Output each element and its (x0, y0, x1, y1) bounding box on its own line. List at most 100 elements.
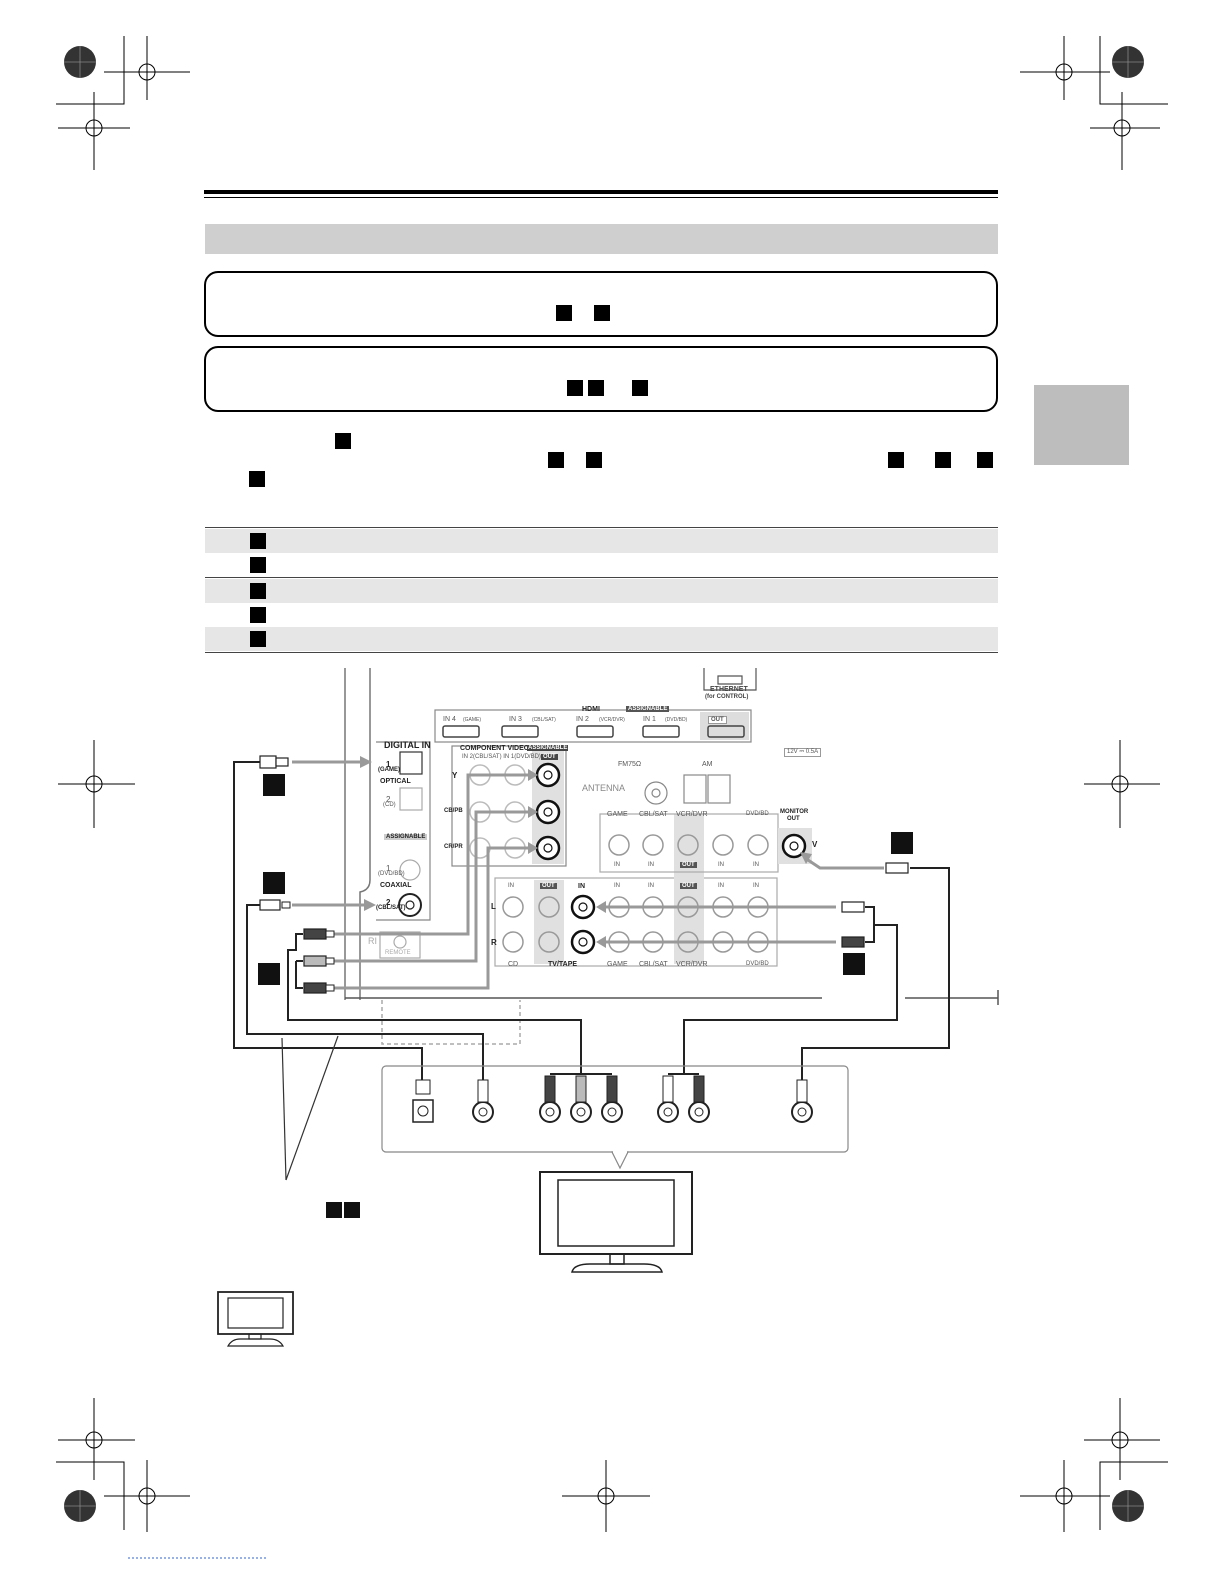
label-ri: RI (368, 936, 377, 946)
label-out-tape: OUT (540, 883, 557, 889)
header-rule-thin (204, 197, 998, 198)
label-in-cbl: IN (648, 862, 654, 868)
label-vcrdvr-bottom: VCR/DVR (676, 961, 708, 968)
label-optical: OPTICAL (380, 778, 411, 785)
table-divider (205, 577, 998, 578)
label-hdmi-in1-sub: (DVD/BD) (665, 717, 688, 723)
label-in-vcr2: IN (718, 862, 724, 868)
table-row (205, 529, 998, 553)
table-row (205, 627, 998, 651)
marker-square (594, 305, 610, 321)
note-box-2 (204, 346, 998, 412)
chapter-tab (1034, 385, 1129, 465)
label-ethernet-sub: (for CONTROL) (705, 694, 749, 700)
label-ethernet: ETHERNET (710, 686, 748, 693)
label-assignable: ASSIGNABLE (384, 834, 428, 840)
label-hdmi: HDMI (582, 706, 600, 713)
marker-square (588, 380, 604, 396)
tv-small-icon (217, 1291, 294, 1347)
label-comp-out: OUT (541, 754, 558, 760)
marker-square (586, 452, 602, 468)
label-coax-2: 2 (386, 898, 391, 907)
label-power-note: 12V ⎓ 0.5A (784, 748, 822, 757)
label-r: R (491, 938, 497, 947)
marker-square (888, 452, 904, 468)
marker-square (556, 305, 572, 321)
marker-square (335, 433, 351, 449)
label-coax-1: 1 (386, 864, 391, 873)
note-box-1 (204, 271, 998, 337)
label-y: Y (452, 771, 458, 780)
label-hdmi-in2: IN 2 (576, 716, 589, 723)
marker-square (567, 380, 583, 396)
remote-jack (379, 931, 421, 959)
label-in-game2: IN (614, 883, 620, 889)
label-out-vcr2: OUT (680, 883, 697, 889)
label-opt-2: 2 (386, 795, 391, 804)
label-hdmi-in4: IN 4 (443, 716, 456, 723)
label-cblsat-top: CBL/SAT (639, 811, 668, 818)
label-opt-1: 1 (386, 760, 391, 769)
label-monitor-out: MONITOR (780, 809, 809, 815)
label-coax-1-sub: (DVD/BD) (378, 871, 405, 877)
label-hdmi-in3-sub: (CBL/SAT) (532, 717, 556, 723)
label-hdmi-out: OUT (708, 716, 727, 724)
label-remote: REMOTE (385, 950, 411, 956)
section-title-band (205, 224, 998, 254)
table-row (205, 553, 998, 577)
label-coax-2-sub: (CBL/SAT) (376, 905, 406, 911)
label-comp-inputs: IN 2(CBL/SAT) IN 1(DVD/BD) (462, 754, 541, 760)
table-bottom-line (205, 652, 998, 653)
marker-square (249, 471, 265, 487)
header-rule (204, 190, 998, 194)
label-cblsat-bottom: CBL/SAT (639, 961, 668, 968)
label-game-top: GAME (607, 811, 628, 818)
label-antenna: ANTENNA (582, 783, 626, 793)
paragraph (205, 428, 998, 488)
table-top-line (205, 527, 998, 528)
label-in-dvd: IN (753, 862, 759, 868)
label-fm: FM75Ω (618, 761, 642, 768)
label-tv-tape: TV/TAPE (548, 961, 578, 968)
antenna-terminals (644, 774, 731, 805)
label-v: V (812, 840, 818, 849)
label-pb: CB/PB (444, 808, 463, 814)
rca-panel (494, 813, 812, 967)
label-component-video: COMPONENT VIDEO (460, 745, 530, 752)
label-in-dvd2: IN (753, 883, 759, 889)
label-in-cd: IN (508, 883, 514, 889)
tv-connector-box (381, 1065, 849, 1170)
marker-square (935, 452, 951, 468)
table-row (205, 603, 998, 627)
marker-square (632, 380, 648, 396)
label-in-game: IN (614, 862, 620, 868)
label-coaxial: COAXIAL (380, 882, 412, 889)
label-opt-1-sub: (GAME) (378, 767, 400, 773)
label-in-vcr3: IN (718, 883, 724, 889)
label-monitor-out-2: OUT (787, 816, 800, 822)
label-hdmi-in1: IN 1 (643, 716, 656, 723)
label-dvdbd-top: DVD/BD (746, 811, 769, 817)
table-row (205, 579, 998, 603)
marker-square (977, 452, 993, 468)
label-am: AM (702, 761, 713, 768)
label-l: L (491, 902, 496, 911)
label-hdmi-in2-sub: (VCR/DVR) (599, 717, 625, 723)
label-pr: CR/PR (444, 844, 463, 850)
ethernet-jack (703, 668, 757, 691)
label-vcrdvr-top: VCR/DVR (676, 811, 708, 818)
label-hdmi-in3: IN 3 (509, 716, 522, 723)
marker-square (548, 452, 564, 468)
label-assignable-comp: ASSIGNABLE (527, 745, 569, 751)
label-opt-2-sub: (CD) (383, 802, 396, 808)
digital-in-panel (376, 741, 431, 921)
label-cd: CD (508, 961, 519, 968)
label-in-tape: IN (578, 883, 585, 890)
hdmi-panel (434, 709, 752, 743)
label-in-cbl2: IN (648, 883, 654, 889)
tv-icon (539, 1171, 693, 1273)
label-hdmi-in4-sub: (GAME) (463, 717, 482, 723)
label-hdmi-assignable: ASSIGNABLE (626, 706, 670, 712)
